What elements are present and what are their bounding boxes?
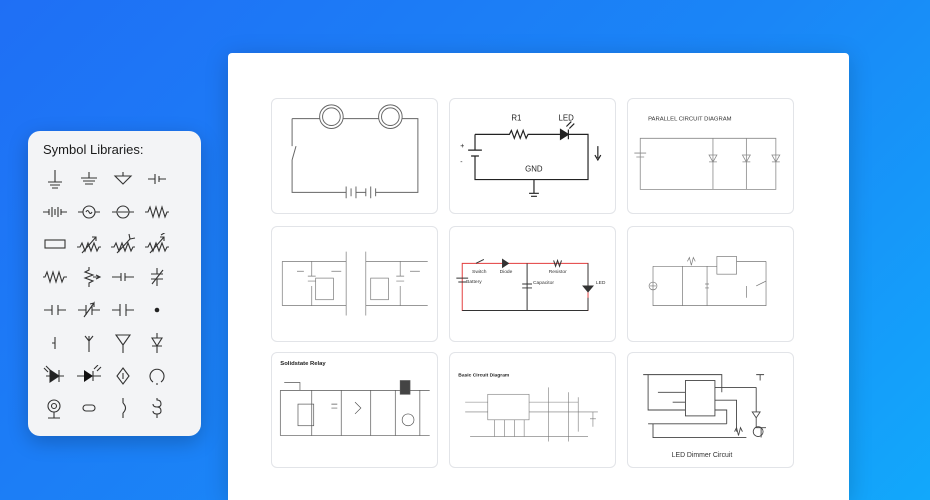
- transistor-circuit-diagram: [648, 256, 767, 306]
- svg-text:Battery: Battery: [466, 279, 482, 285]
- signal-ground-icon[interactable]: [108, 165, 138, 193]
- trimmer-capacitor-icon[interactable]: [74, 296, 104, 324]
- junction-dot-icon[interactable]: [142, 296, 172, 324]
- resistor-icon[interactable]: [142, 198, 172, 226]
- svg-text:LED: LED: [596, 280, 606, 286]
- basic-circuit-diagram: Basic Circuit Diagram: [458, 373, 598, 442]
- template-card-transistor-circuit[interactable]: [627, 226, 794, 342]
- terminal-icon[interactable]: [40, 329, 70, 357]
- capacitor-icon[interactable]: [108, 263, 138, 291]
- svg-text:-: -: [460, 159, 462, 166]
- current-source-icon[interactable]: [108, 198, 138, 226]
- antenna-icon[interactable]: [74, 329, 104, 357]
- svg-text:LED Dimmer Circuit: LED Dimmer Circuit: [672, 452, 733, 459]
- photoresistor-icon[interactable]: [142, 230, 172, 258]
- template-card-solidstate-relay[interactable]: Solidstate Relay: [271, 352, 438, 468]
- microphone-icon[interactable]: [40, 394, 70, 422]
- template-card-switch-led-circuit[interactable]: Switch Diode Resistor Battery Capacitor …: [449, 226, 616, 342]
- svg-text:Solidstate Relay: Solidstate Relay: [280, 361, 326, 367]
- nonpolar-capacitor-icon[interactable]: [40, 296, 70, 324]
- svg-text:R1: R1: [511, 114, 521, 123]
- amplifier-schematic-diagram: [281, 251, 428, 316]
- variable-resistor-icon[interactable]: [74, 230, 104, 258]
- diode-icon[interactable]: [142, 329, 172, 357]
- polarized-capacitor-icon[interactable]: [108, 296, 138, 324]
- template-card-basic-circuit[interactable]: Basic Circuit Diagram: [449, 352, 616, 468]
- thermistor-icon[interactable]: [40, 263, 70, 291]
- switch-arc-icon[interactable]: [108, 394, 138, 422]
- svg-text:GND: GND: [525, 165, 543, 174]
- led-icon[interactable]: [74, 362, 104, 390]
- template-card-led-dimmer[interactable]: LED Dimmer Circuit: [627, 352, 794, 468]
- diagram-canvas: R1 LED GND + - PARALLEL CIRCUIT DIAGRAM: [228, 53, 849, 500]
- crystal-icon[interactable]: [108, 362, 138, 390]
- template-card-series-circuit[interactable]: [271, 98, 438, 214]
- resistor-tap-icon[interactable]: [74, 263, 104, 291]
- chassis-ground-icon[interactable]: [74, 165, 104, 193]
- photodiode-icon[interactable]: [40, 362, 70, 390]
- switch-led-circuit-diagram: Switch Diode Resistor Battery Capacitor …: [456, 258, 606, 312]
- svg-text:LED: LED: [559, 114, 575, 123]
- series-circuit-diagram: [291, 104, 419, 199]
- template-card-led-circuit[interactable]: R1 LED GND + -: [449, 98, 616, 214]
- capacitor-tick-icon[interactable]: [142, 165, 172, 193]
- lamp-icon[interactable]: [74, 394, 104, 422]
- fuse-icon[interactable]: [40, 230, 70, 258]
- loop-icon[interactable]: [142, 362, 172, 390]
- symbol-libraries-panel: Symbol Libraries:: [28, 131, 201, 436]
- ac-source-icon[interactable]: [74, 198, 104, 226]
- svg-text:+: +: [460, 143, 464, 150]
- parallel-circuit-diagram: PARALLEL CIRCUIT DIAGRAM: [634, 117, 781, 190]
- svg-text:Resistor: Resistor: [549, 269, 567, 275]
- svg-text:Capacitor: Capacitor: [533, 280, 554, 286]
- ground-icon[interactable]: [40, 165, 70, 193]
- template-card-parallel-circuit[interactable]: PARALLEL CIRCUIT DIAGRAM: [627, 98, 794, 214]
- svg-text:PARALLEL CIRCUIT DIAGRAM: PARALLEL CIRCUIT DIAGRAM: [648, 117, 732, 123]
- panel-title: Symbol Libraries:: [43, 142, 144, 157]
- potentiometer-icon[interactable]: [108, 230, 138, 258]
- svg-text:Basic Circuit Diagram: Basic Circuit Diagram: [458, 373, 510, 379]
- led-dimmer-diagram: LED Dimmer Circuit: [643, 374, 767, 459]
- template-card-amplifier-schematic[interactable]: [271, 226, 438, 342]
- inductor-icon[interactable]: [142, 394, 172, 422]
- antenna-dish-icon[interactable]: [108, 329, 138, 357]
- solidstate-relay-diagram: Solidstate Relay: [279, 361, 430, 436]
- led-circuit-diagram: R1 LED GND + -: [460, 114, 602, 197]
- variable-capacitor-icon[interactable]: [142, 263, 172, 291]
- battery-icon[interactable]: [40, 198, 70, 226]
- svg-text:Diode: Diode: [500, 269, 513, 275]
- svg-text:Switch: Switch: [472, 269, 487, 275]
